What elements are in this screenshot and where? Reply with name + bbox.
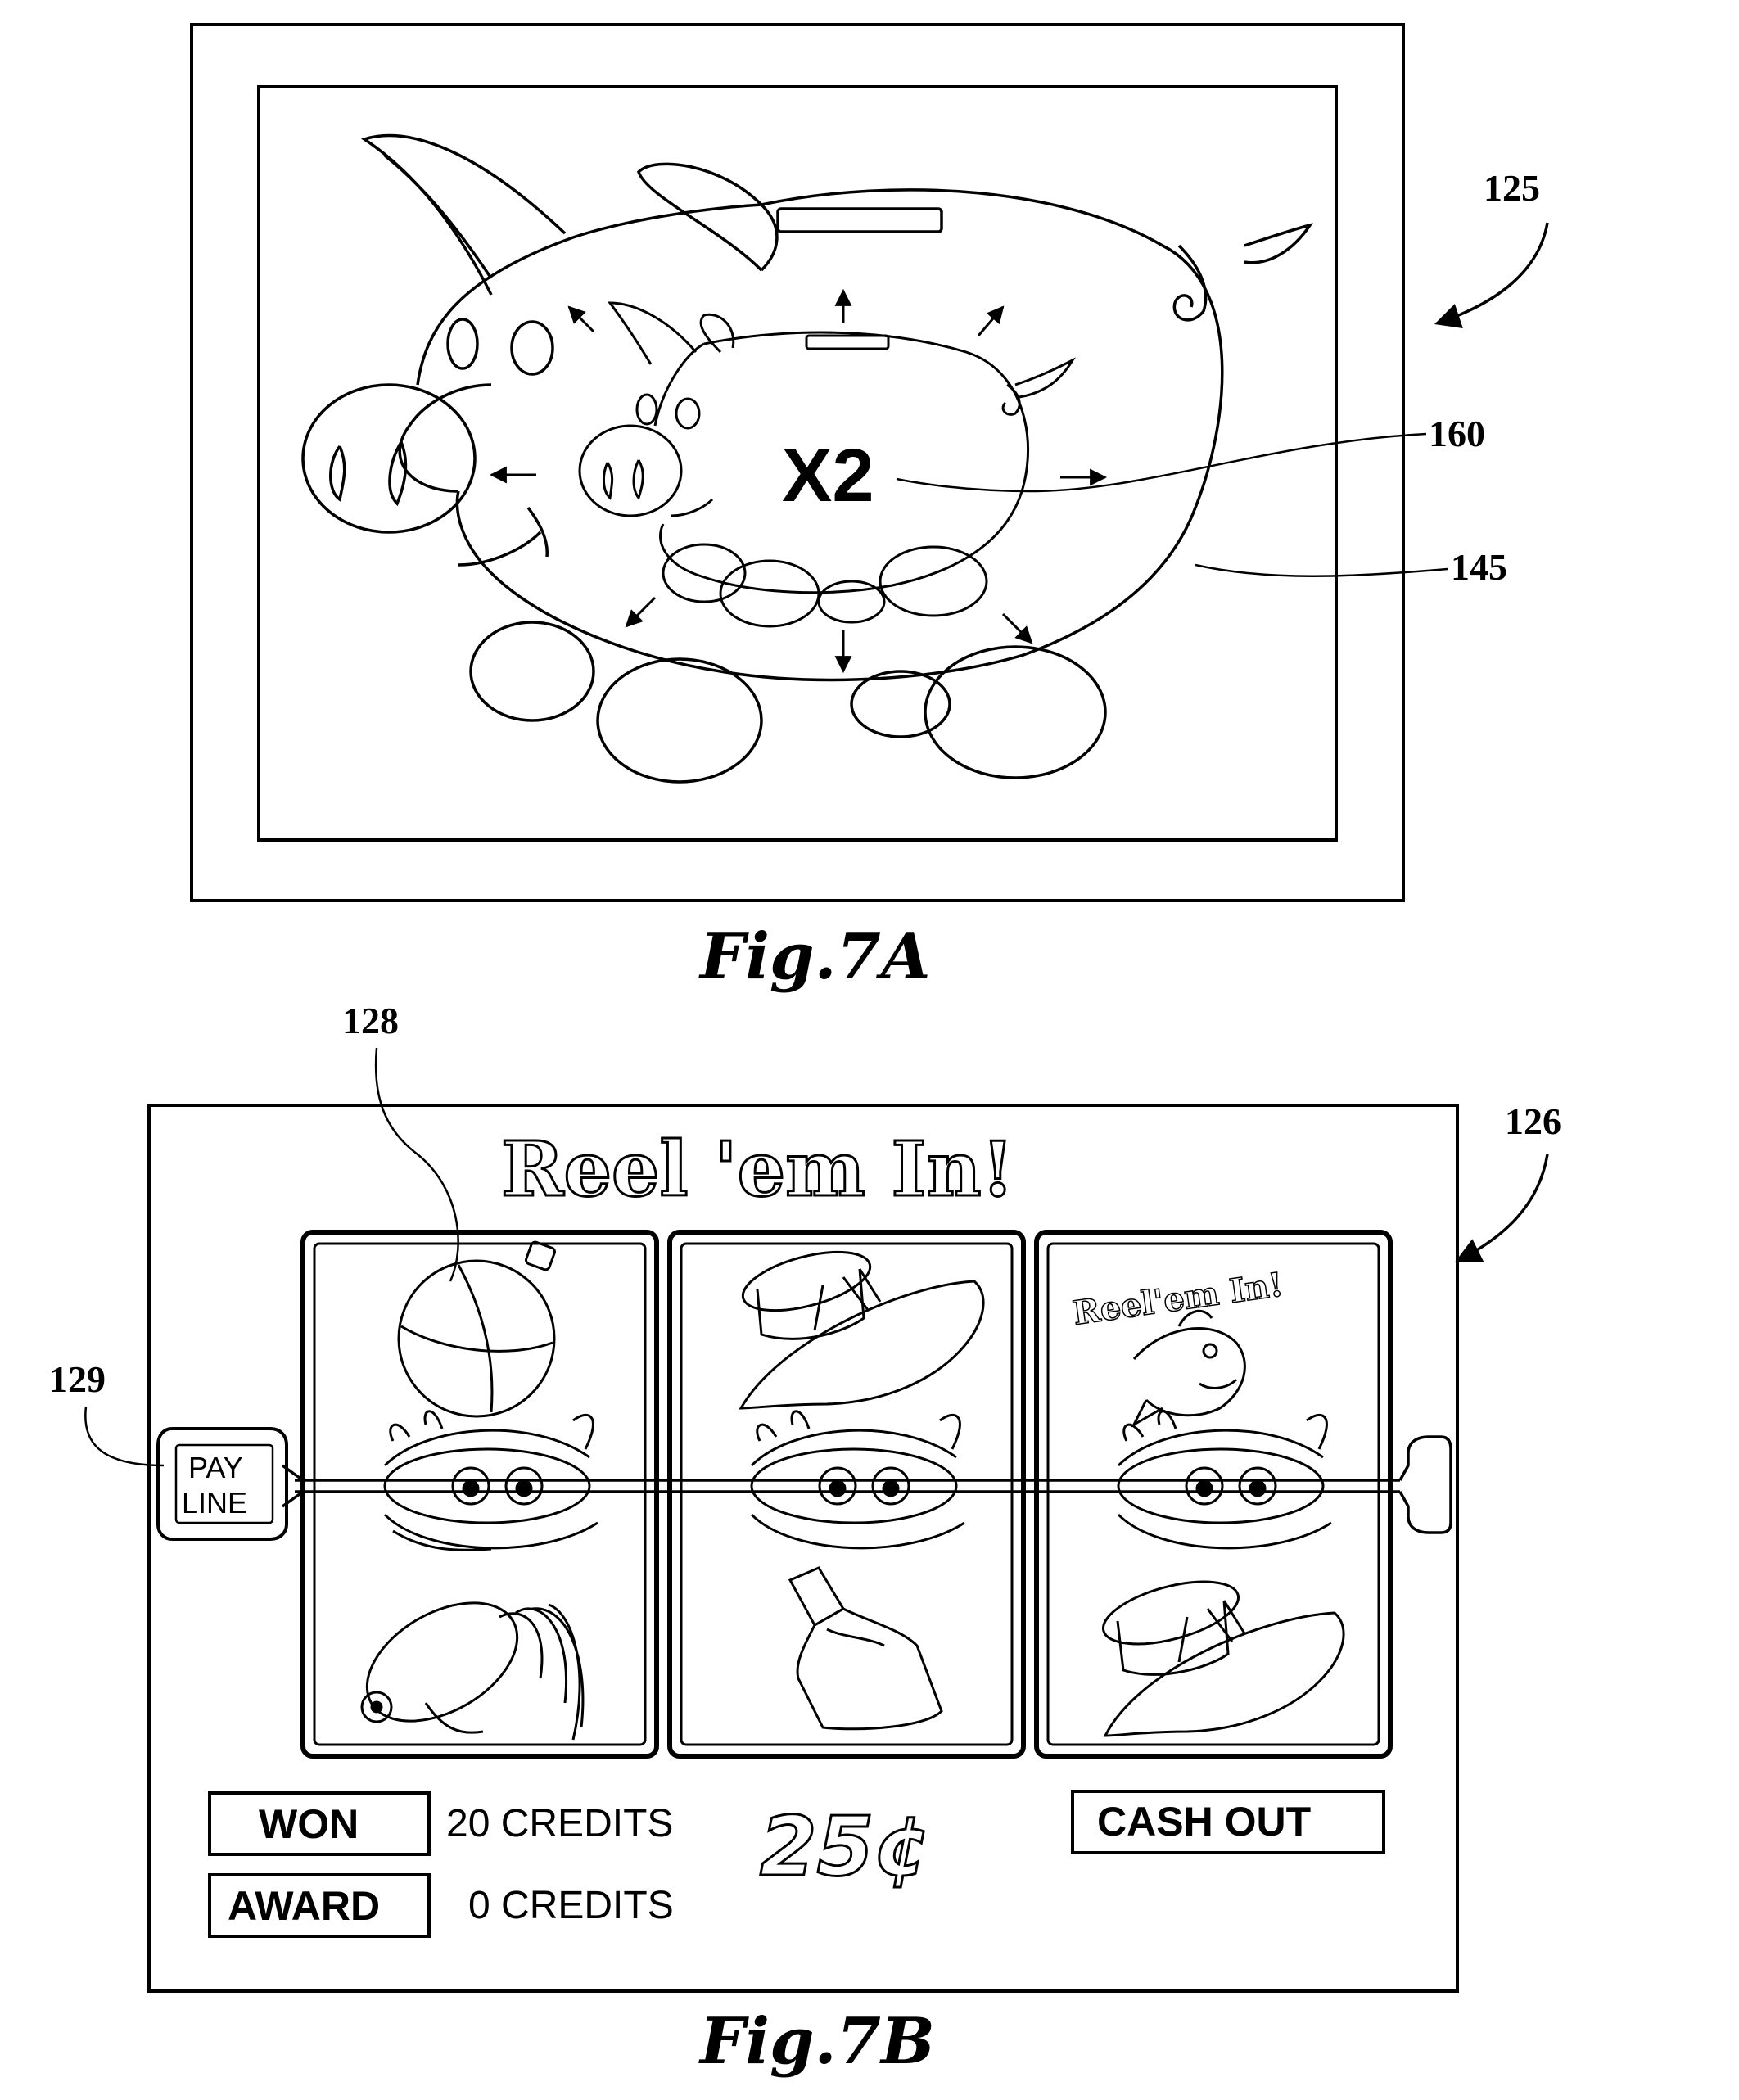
reel-2 xyxy=(670,1232,1023,1756)
arrow-up-left-icon xyxy=(569,307,594,332)
figure-7b: Reel 'em In! xyxy=(49,1000,1561,2079)
figure-7a-caption: Fig.7A xyxy=(698,919,931,994)
arrow-up-right-icon xyxy=(978,307,1003,336)
multiplier-text: X2 xyxy=(782,434,874,517)
payline-tag: PAY LINE xyxy=(158,1429,287,1539)
won-label: WON xyxy=(259,1801,359,1847)
bottle-icon xyxy=(790,1568,942,1729)
payline-label-line-1: PAY xyxy=(188,1451,243,1484)
ref-126-leader xyxy=(1457,1154,1547,1261)
lure-icon xyxy=(346,1578,583,1745)
hat-icon xyxy=(737,1240,983,1408)
arrow-down-left-icon xyxy=(626,598,655,626)
ref-128-leader xyxy=(376,1048,458,1281)
ref-126-label: 126 xyxy=(1505,1100,1561,1142)
award-label: AWARD xyxy=(228,1883,380,1929)
payline-label-line-2: LINE xyxy=(182,1486,247,1520)
game-title: Reel 'em In! xyxy=(501,1125,1014,1213)
won-meter: WON 20 CREDITS xyxy=(210,1793,673,1854)
ref-125-label: 125 xyxy=(1484,167,1540,209)
ref-145-leader xyxy=(1195,565,1448,576)
ref-160-label: 160 xyxy=(1429,413,1485,454)
reel-em-in-logo-icon: Reel'em In! xyxy=(1071,1265,1286,1425)
ref-129-leader xyxy=(85,1407,164,1465)
ref-129-label: 129 xyxy=(49,1358,106,1400)
cash-out-label: CASH OUT xyxy=(1097,1799,1311,1845)
hat-icon xyxy=(1097,1569,1344,1736)
denomination: 25¢ xyxy=(760,1799,931,1895)
ref-160-leader xyxy=(897,434,1426,491)
ref-128-label: 128 xyxy=(342,1000,399,1041)
award-meter: AWARD 0 CREDITS xyxy=(210,1875,674,1936)
ref-145-label: 145 xyxy=(1451,546,1507,588)
won-value: 20 CREDITS xyxy=(446,1802,673,1845)
ref-125-leader xyxy=(1437,223,1547,323)
award-value: 0 CREDITS xyxy=(468,1884,674,1927)
figure-7b-caption: Fig.7B xyxy=(698,2004,935,2079)
arrow-down-right-icon xyxy=(1003,614,1032,643)
reel3-logo-text: Reel'em In! xyxy=(1071,1265,1286,1333)
figure-7a: X2 125 160 145 Fig.7A xyxy=(192,25,1547,994)
bobber-icon xyxy=(399,1241,556,1416)
cash-out-button[interactable]: CASH OUT xyxy=(1073,1791,1384,1853)
